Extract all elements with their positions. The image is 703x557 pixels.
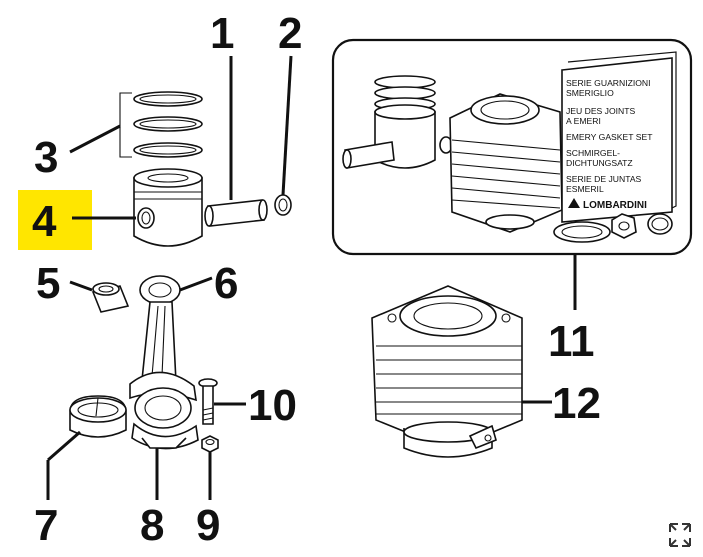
leader-3 [69,124,121,154]
circlip[interactable] [274,194,292,216]
kit-line-2: JEU DES JOINTS [566,106,636,116]
leader-5 [69,280,93,292]
rod-bolt[interactable] [198,378,218,425]
kit-cylinder-mini [449,93,563,233]
big-end-bearing[interactable] [69,395,127,438]
lombardini-logo-icon [568,198,580,208]
kit-line-7: SERIE DE JUNTAS [566,174,642,184]
leader-6 [179,276,213,292]
kit-line-6: DICHTUNGSATZ [566,158,633,168]
cylinder-barrel[interactable] [371,285,523,458]
callout-1: 1 [210,9,234,58]
callout-4-highlight [18,190,92,250]
gasket-kit-frame[interactable] [331,38,693,256]
kit-line-0: SERIE GUARNIZIONI [566,78,651,88]
callout-4: 4 [32,197,57,246]
kit-line-5: SCHMIRGEL- [566,148,620,158]
rod-nut[interactable] [201,435,219,453]
callout-12: 12 [552,379,601,428]
callout-2: 2 [278,9,302,58]
kit-brand: LOMBARDINI [583,200,647,211]
connecting-rod[interactable] [129,275,197,429]
kit-line-8: ESMERIL [566,184,604,194]
piston[interactable] [133,168,203,247]
callout-5: 5 [36,259,60,308]
gasket-kit-packet: SERIE GUARNIZIONI SMERIGLIO JEU DES JOIN… [561,51,677,223]
callout-7: 7 [34,501,58,550]
rings-bracket [119,92,132,158]
callout-3: 3 [34,133,58,182]
kit-gaskets [553,213,673,243]
callout-11: 11 [548,317,595,366]
callout-8: 8 [140,501,164,550]
callout-10: 10 [248,381,297,430]
callout-6: 6 [214,259,238,308]
kit-piston-mini [342,75,453,169]
callout-9: 9 [196,501,220,550]
kit-line-4: EMERY GASKET SET [566,132,653,142]
piston-pin[interactable] [204,199,268,227]
expand-icon[interactable] [669,523,691,547]
leader-7 [47,430,81,462]
leader-2 [281,55,293,196]
small-end-bush[interactable] [91,282,130,313]
kit-line-3: A EMERI [566,116,601,126]
kit-line-1: SMERIGLIO [566,88,614,98]
rod-cap[interactable] [131,422,199,450]
piston-rings[interactable] [133,91,203,158]
